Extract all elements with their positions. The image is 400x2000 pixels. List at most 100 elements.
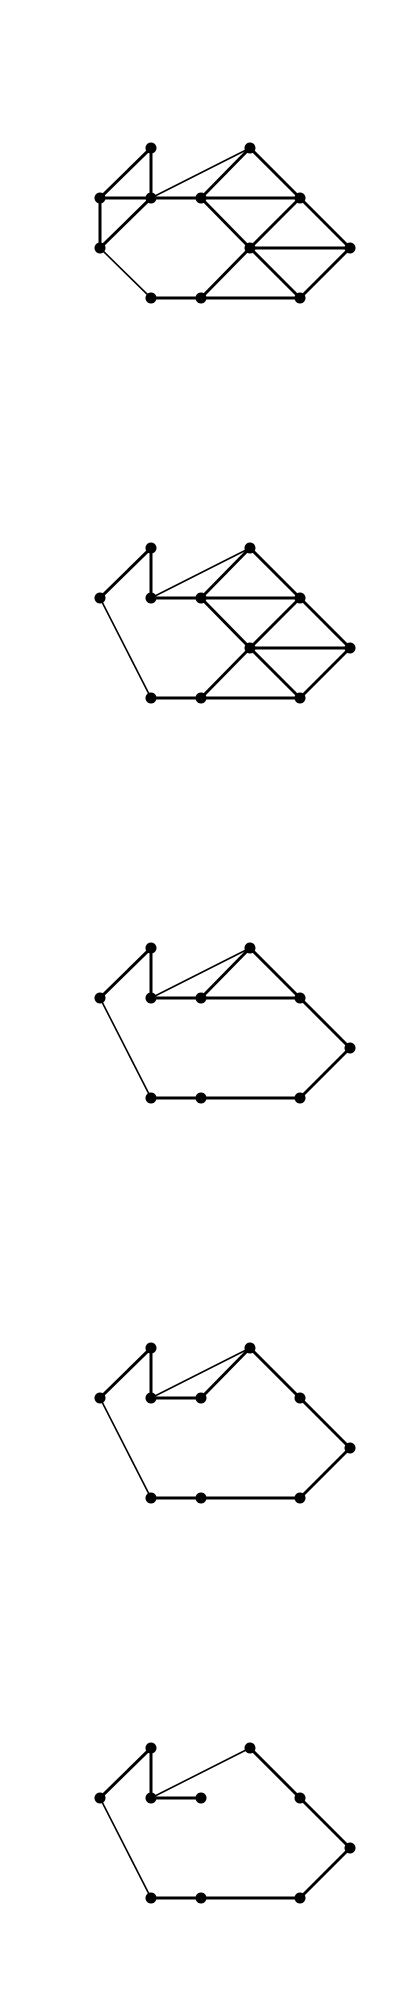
edge-h-j [298,246,352,300]
edge-e-g [248,946,302,1000]
edge-g-h [298,1396,352,1450]
edge-d-e [150,547,251,599]
node-j [294,292,306,304]
node-b [94,1392,106,1404]
edge-a-b [98,1346,153,1400]
node-l [195,1892,207,1904]
node-a [145,1342,157,1354]
node-c [94,242,106,254]
edge-i-j [248,646,302,700]
node-k [145,1492,157,1504]
node-i [244,642,256,654]
edge-h-j [298,1446,352,1500]
edge-b-k [99,1797,152,1899]
graph-2 [94,542,356,704]
node-k [145,692,157,704]
node-a [145,542,157,554]
node-d [145,992,157,1004]
node-k [145,292,157,304]
node-b [94,192,106,204]
edge-c-k [99,247,152,299]
edge-g-h [298,1796,352,1850]
edge-g-i [248,196,302,250]
edge-d-e [150,1347,251,1399]
graph-5 [94,1742,356,1904]
edge-a-b [98,546,153,600]
edge-i-l [199,646,252,700]
node-d [145,1792,157,1804]
edge-e-g [248,1346,302,1400]
node-j [294,1892,306,1904]
node-g [294,1792,306,1804]
node-e [244,542,256,554]
node-b [94,592,106,604]
edge-i-j [248,246,302,300]
edge-h-j [298,1046,352,1100]
node-d [145,192,157,204]
node-j [294,692,306,704]
edge-e-f [199,146,252,200]
edge-b-k [99,997,152,1099]
edge-b-k [99,597,152,699]
node-b [94,992,106,1004]
edge-a-b [98,946,153,1000]
node-h [344,642,356,654]
edge-e-f [199,1346,252,1400]
node-f [195,592,207,604]
graph-4 [94,1342,356,1504]
node-k [145,1092,157,1104]
node-g [294,1392,306,1404]
node-f [195,1792,207,1804]
edge-g-h [298,996,352,1050]
node-l [195,1492,207,1504]
edge-a-b [98,146,153,200]
edge-e-f [199,946,252,1000]
edge-i-l [199,246,252,300]
node-l [195,292,207,304]
node-b [94,1792,106,1804]
edge-f-i [199,196,252,250]
node-e [244,1742,256,1754]
node-k [145,1892,157,1904]
node-j [294,1492,306,1504]
edge-d-e [150,1747,251,1799]
edge-g-h [298,196,352,250]
edge-a-b [98,1746,153,1800]
node-a [145,1742,157,1754]
node-g [294,592,306,604]
edge-h-j [298,646,352,700]
node-d [145,1392,157,1404]
edge-e-g [248,546,302,600]
edge-d-e [150,147,251,199]
node-l [195,692,207,704]
node-f [195,992,207,1004]
node-e [244,1342,256,1354]
edge-g-h [298,596,352,650]
node-h [344,242,356,254]
node-a [145,142,157,154]
node-g [294,992,306,1004]
edge-c-d [98,196,153,250]
node-g [294,192,306,204]
node-h [344,1842,356,1854]
edge-b-k [99,1397,152,1499]
graph-3 [94,942,356,1104]
node-h [344,1442,356,1454]
edge-g-i [248,596,302,650]
node-j [294,1092,306,1104]
edge-d-e [150,947,251,999]
edge-e-g [248,1746,302,1800]
edge-e-f [199,546,252,600]
node-e [244,142,256,154]
edge-e-g [248,146,302,200]
edge-h-j [298,1846,352,1900]
node-f [195,1392,207,1404]
node-l [195,1092,207,1104]
edge-f-i [199,596,252,650]
node-e [244,942,256,954]
node-f [195,192,207,204]
graph-1 [94,142,356,304]
node-d [145,592,157,604]
node-i [244,242,256,254]
